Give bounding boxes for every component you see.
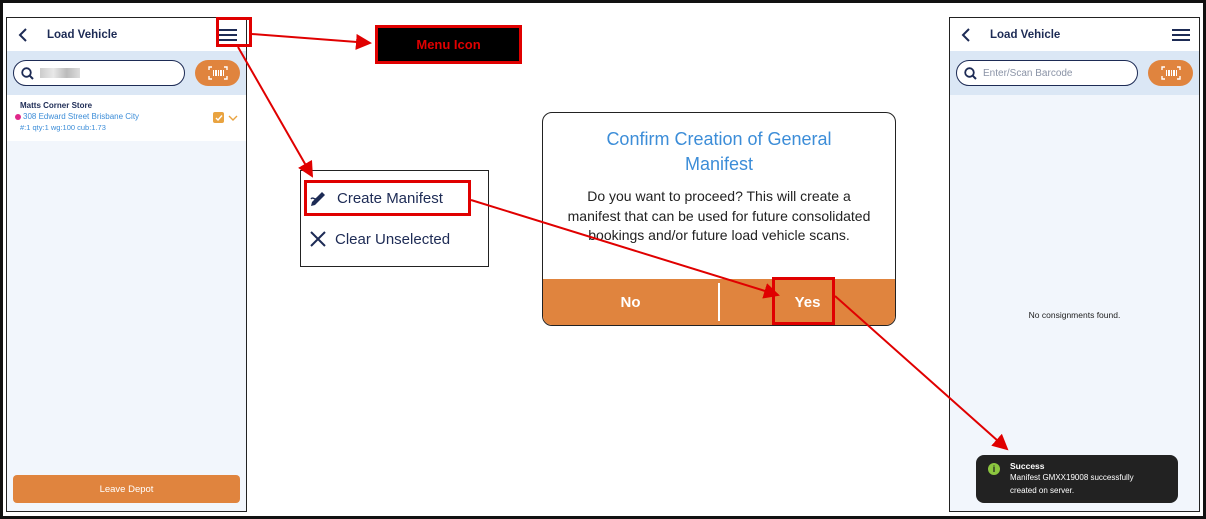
info-icon: i	[988, 463, 1000, 475]
left-phone-screen: Load Vehicle Matts Corner Store 308 Edwa…	[6, 17, 247, 512]
consignment-address[interactable]: 308 Edward Street Brisbane City	[15, 112, 240, 121]
select-checkbox[interactable]	[213, 112, 224, 123]
chevron-down-icon[interactable]	[228, 110, 238, 121]
hamburger-menu-icon[interactable]	[1171, 27, 1191, 43]
dialog-actions: No Yes	[543, 279, 895, 325]
button-divider	[718, 283, 720, 321]
consignment-list: Matts Corner Store 308 Edward Street Bri…	[7, 95, 246, 511]
hamburger-menu-icon[interactable]	[218, 27, 238, 43]
no-button[interactable]: No	[620, 293, 641, 311]
search-icon	[964, 66, 977, 80]
clear-unselected-menu-item[interactable]: Clear Unselected	[309, 226, 450, 252]
app-header: Load Vehicle	[7, 18, 246, 51]
barcode-search-input[interactable]: Enter/Scan Barcode	[956, 60, 1138, 86]
menu-item-label: Create Manifest	[337, 189, 443, 207]
address-text: 308 Edward Street Brisbane City	[23, 112, 140, 121]
search-input[interactable]	[13, 60, 185, 86]
consignment-list: No consignments found.	[950, 95, 1199, 511]
create-manifest-highlight	[304, 180, 471, 216]
menu-icon-highlight	[216, 17, 252, 47]
chevron-left-icon[interactable]	[958, 27, 974, 43]
empty-state-message: No consignments found.	[1028, 310, 1121, 320]
search-bar	[7, 51, 246, 95]
right-phone-screen: Load Vehicle Enter/Scan Barcode No consi…	[949, 17, 1200, 512]
consignment-meta: #:1 qty:1 wg:100 cub:1.73	[20, 123, 106, 132]
success-toast: i Success Manifest GMXX19008 successfull…	[976, 455, 1178, 503]
dialog-body: Do you want to proceed? This will create…	[567, 188, 871, 243]
toast-message-line1: Manifest GMXX19008 successfully	[1010, 473, 1134, 482]
search-icon	[21, 66, 34, 80]
search-bar: Enter/Scan Barcode	[950, 51, 1199, 95]
context-menu: Create Manifest Clear Unselected	[300, 170, 489, 267]
yes-button-highlight	[772, 277, 835, 325]
pen-sign-icon	[310, 192, 325, 206]
page-title: Load Vehicle	[47, 28, 118, 41]
app-header: Load Vehicle	[950, 18, 1199, 51]
toast-title: Success	[1010, 461, 1045, 471]
barcode-scan-button[interactable]	[195, 60, 240, 86]
confirm-manifest-dialog: Confirm Creation of General Manifest Do …	[542, 112, 896, 326]
list-item[interactable]: Matts Corner Store 308 Edward Street Bri…	[7, 95, 246, 141]
barcode-scan-icon	[207, 66, 228, 80]
leave-depot-button[interactable]: Leave Depot	[13, 475, 240, 503]
toast-message-line2: created on server.	[1010, 486, 1075, 495]
dialog-title: Confirm Creation of General Manifest	[606, 129, 832, 174]
redacted-search-value	[40, 68, 80, 78]
barcode-scan-button[interactable]	[1148, 60, 1193, 86]
close-x-icon	[310, 231, 326, 247]
consignment-name: Matts Corner Store	[20, 101, 93, 110]
menu-item-label: Clear Unselected	[335, 230, 451, 248]
page-title: Load Vehicle	[990, 28, 1061, 41]
create-manifest-menu-item[interactable]: Create Manifest	[309, 185, 443, 211]
chevron-left-icon[interactable]	[15, 27, 31, 43]
yes-button[interactable]: Yes	[794, 293, 821, 311]
search-placeholder: Enter/Scan Barcode	[983, 67, 1073, 79]
status-dot-icon	[15, 113, 21, 120]
menu-icon-callout: Menu Icon	[375, 25, 522, 64]
barcode-scan-icon	[1160, 66, 1181, 80]
